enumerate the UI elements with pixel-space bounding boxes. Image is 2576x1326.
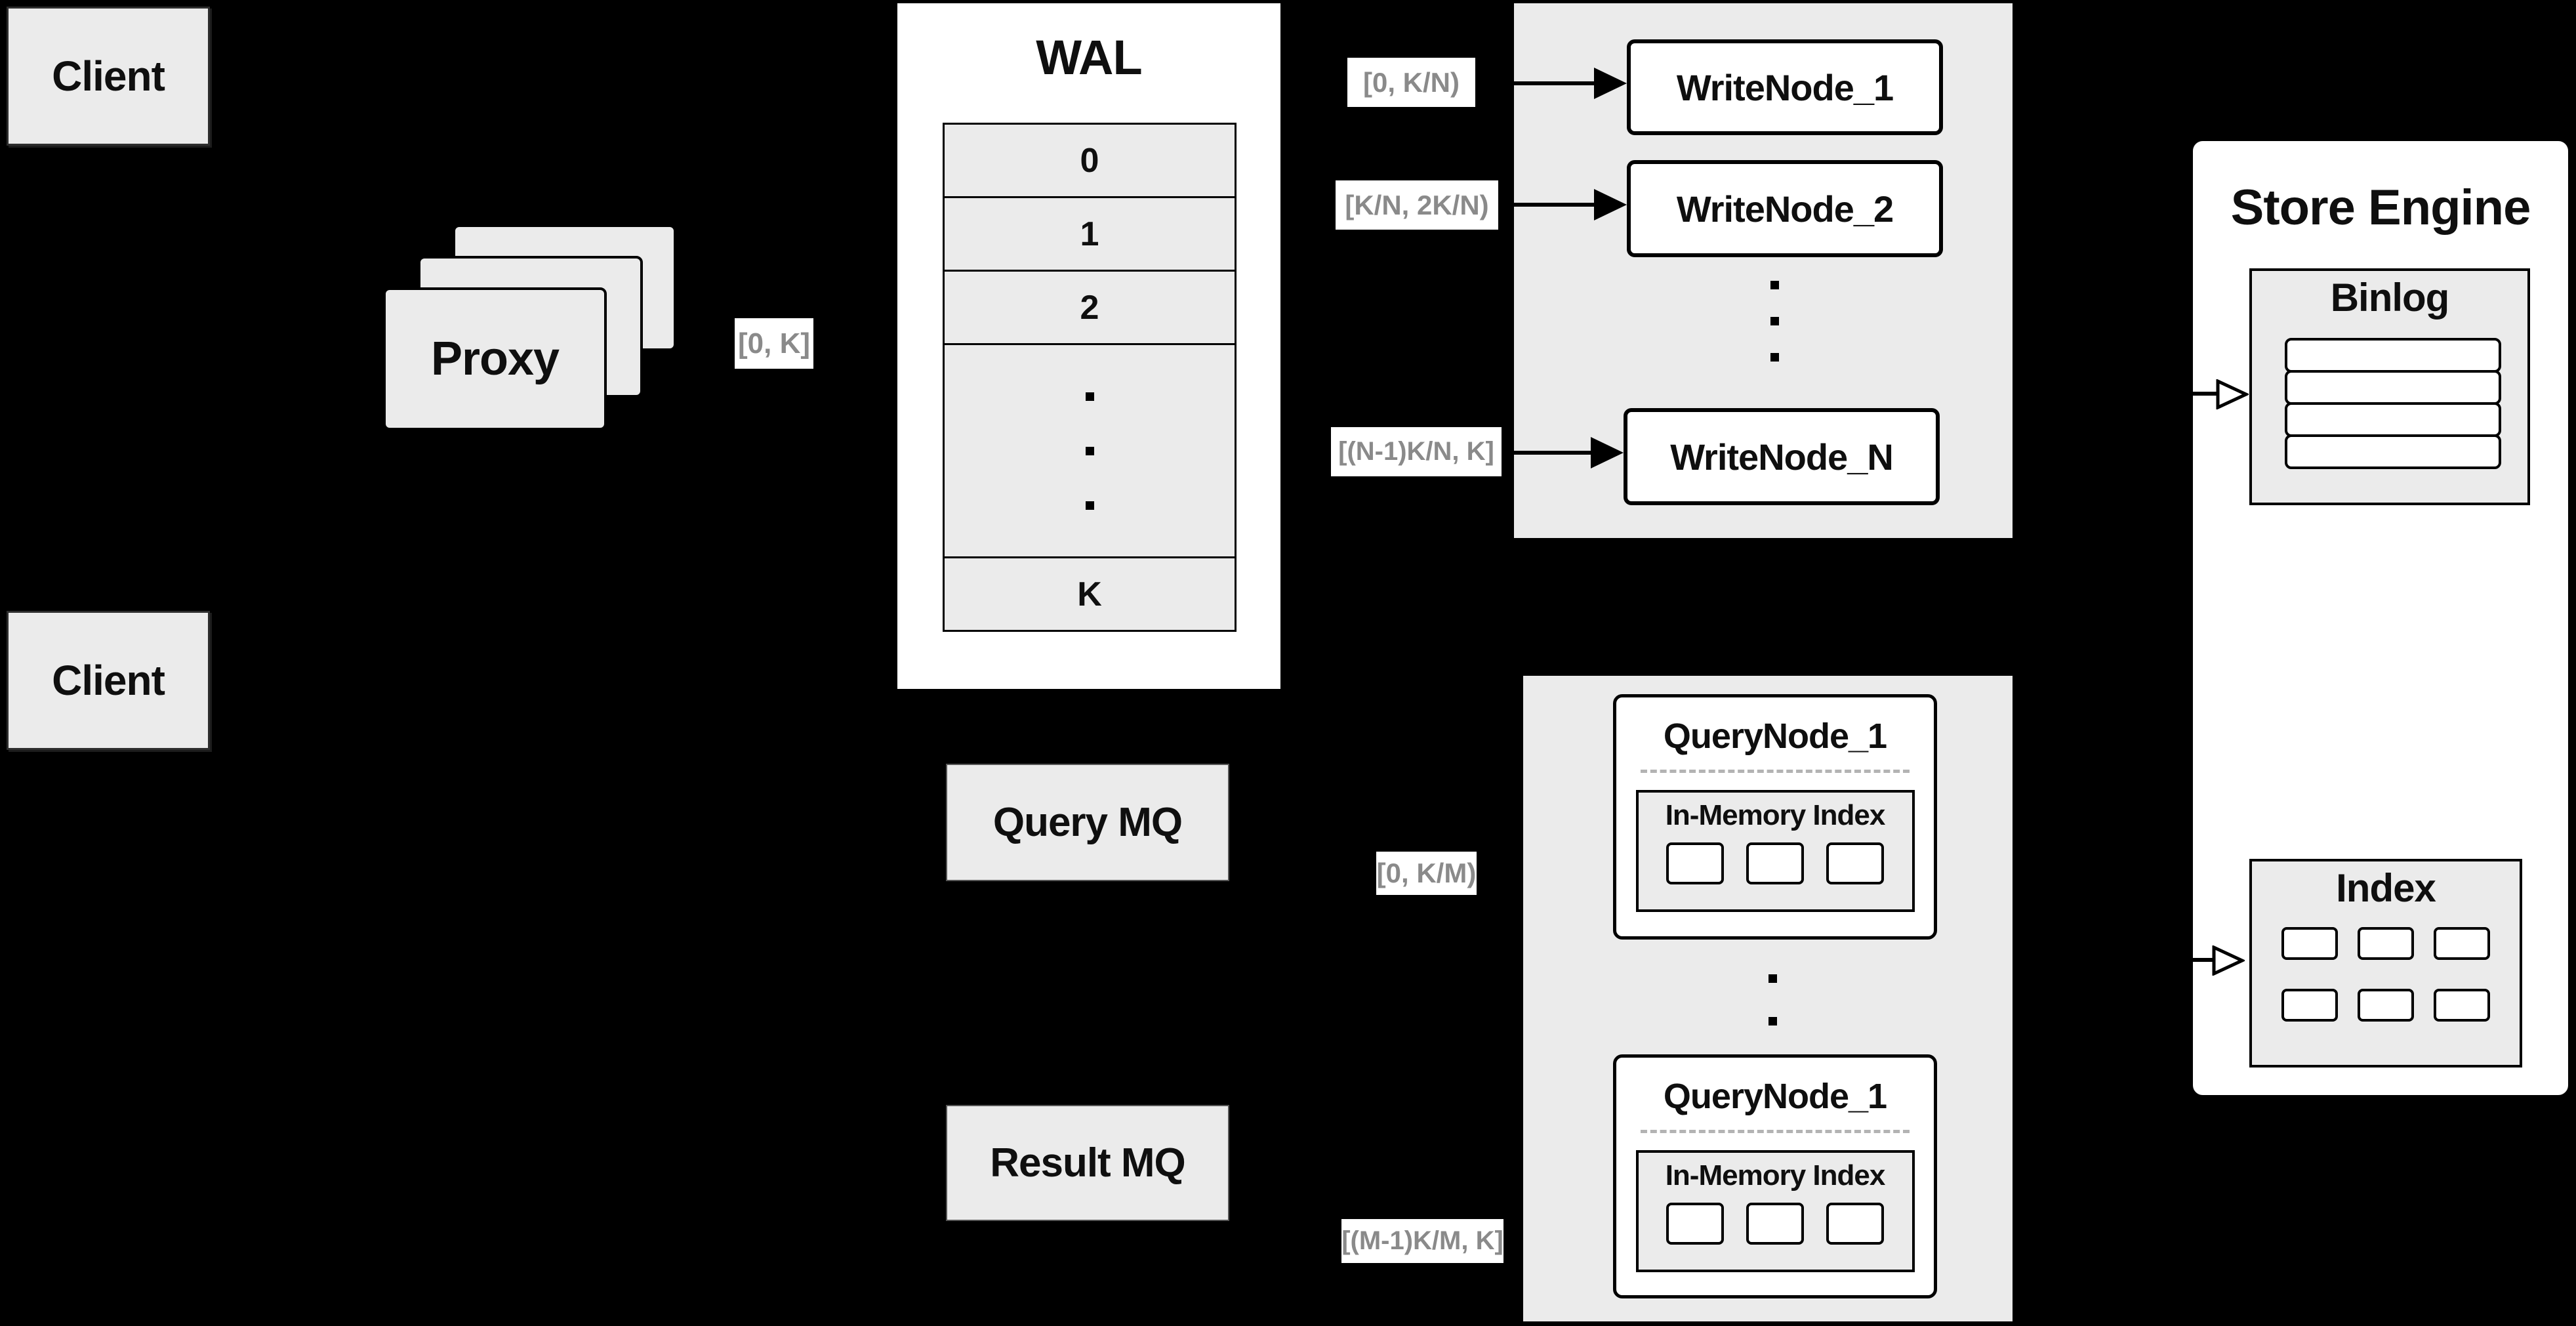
write-node-n: WriteNode_N <box>1624 408 1940 505</box>
hollow-arrowhead-icon <box>2212 945 2245 976</box>
binlog-box: Binlog <box>2249 268 2530 505</box>
wal-segment-table: 0 1 2 K <box>943 123 1237 632</box>
arrow-line <box>2190 958 2218 962</box>
wal-segment-row: 1 <box>943 196 1237 272</box>
wal-panel: WAL 0 1 2 K <box>897 3 1280 689</box>
index-cell <box>2281 989 2338 1022</box>
write-node-2: WriteNode_2 <box>1627 160 1943 257</box>
wal-segment-row: K <box>943 556 1237 632</box>
result-mq-box: Result MQ <box>946 1105 1229 1221</box>
query-node-2: QueryNode_1 In-Memory Index <box>1613 1054 1937 1298</box>
hollow-arrowhead-icon <box>2216 379 2249 409</box>
query-node-1: QueryNode_1 In-Memory Index <box>1613 694 1937 940</box>
binlog-title: Binlog <box>2330 276 2450 320</box>
index-cells <box>2252 927 2520 1022</box>
segment-cell <box>1666 1203 1724 1245</box>
index-cell <box>2358 927 2414 960</box>
arrow-line <box>1475 81 1597 85</box>
range-label-0-k: [0, K] <box>735 318 813 369</box>
dashed-divider <box>1641 770 1910 773</box>
index-segments <box>1666 842 1884 884</box>
store-engine-panel: Store Engine Binlog Index <box>2190 138 2571 1098</box>
store-engine-title: Store Engine <box>2230 180 2531 236</box>
proxy-box: Proxy <box>383 287 607 430</box>
write-ellipsis-dots <box>1770 281 1779 362</box>
binlog-row <box>2285 434 2501 469</box>
in-memory-index-box: In-Memory Index <box>1635 790 1915 912</box>
wal-title: WAL <box>1036 30 1142 85</box>
binlog-row <box>2285 338 2501 373</box>
client-label: Client <box>52 657 165 704</box>
range-label-write-2: [K/N, 2K/N) <box>1336 180 1498 230</box>
query-node-title: QueryNode_1 <box>1663 716 1887 756</box>
segment-cell <box>1746 1203 1804 1245</box>
index-title: Index <box>2336 866 2436 910</box>
range-label-query-1: [0, K/M) <box>1376 852 1477 895</box>
index-cell <box>2434 927 2490 960</box>
ellipsis-dot <box>1085 501 1094 510</box>
index-segments <box>1666 1203 1884 1245</box>
query-mq-box: Query MQ <box>946 764 1229 881</box>
arrow-line <box>2190 392 2221 396</box>
arrow-line <box>1498 203 1597 207</box>
range-label-query-m: [(M-1)K/M, K] <box>1341 1219 1503 1263</box>
range-label-write-1: [0, K/N) <box>1347 58 1475 107</box>
client-box-bottom: Client <box>7 611 210 750</box>
proxy-label: Proxy <box>430 333 560 385</box>
index-cell <box>2434 989 2490 1022</box>
client-label: Client <box>52 52 165 100</box>
binlog-row <box>2285 370 2501 405</box>
dashed-divider <box>1641 1130 1910 1133</box>
write-node-1: WriteNode_1 <box>1627 39 1943 135</box>
client-box-top: Client <box>7 7 210 146</box>
arrowhead-icon <box>1594 68 1627 99</box>
in-memory-index-box: In-Memory Index <box>1635 1150 1915 1272</box>
arrowhead-icon <box>1594 189 1627 220</box>
ellipsis-dot <box>1085 446 1094 455</box>
segment-cell <box>1826 1203 1884 1245</box>
wal-ellipsis-row <box>943 343 1237 558</box>
ellipsis-dot <box>1085 392 1094 401</box>
wal-segment-row: 2 <box>943 270 1237 345</box>
arrow-line <box>1502 451 1593 455</box>
query-node-title: QueryNode_1 <box>1663 1077 1887 1116</box>
arrowhead-icon <box>1591 437 1624 468</box>
binlog-row <box>2285 402 2501 437</box>
index-cell <box>2358 989 2414 1022</box>
segment-cell <box>1826 842 1884 884</box>
binlog-rows <box>2285 338 2501 469</box>
range-label-write-n: [(N-1)K/N, K] <box>1331 427 1502 476</box>
index-box: Index <box>2249 859 2522 1067</box>
index-cell <box>2281 927 2338 960</box>
wal-segment-row: 0 <box>943 123 1237 198</box>
segment-cell <box>1746 842 1804 884</box>
segment-cell <box>1666 842 1724 884</box>
